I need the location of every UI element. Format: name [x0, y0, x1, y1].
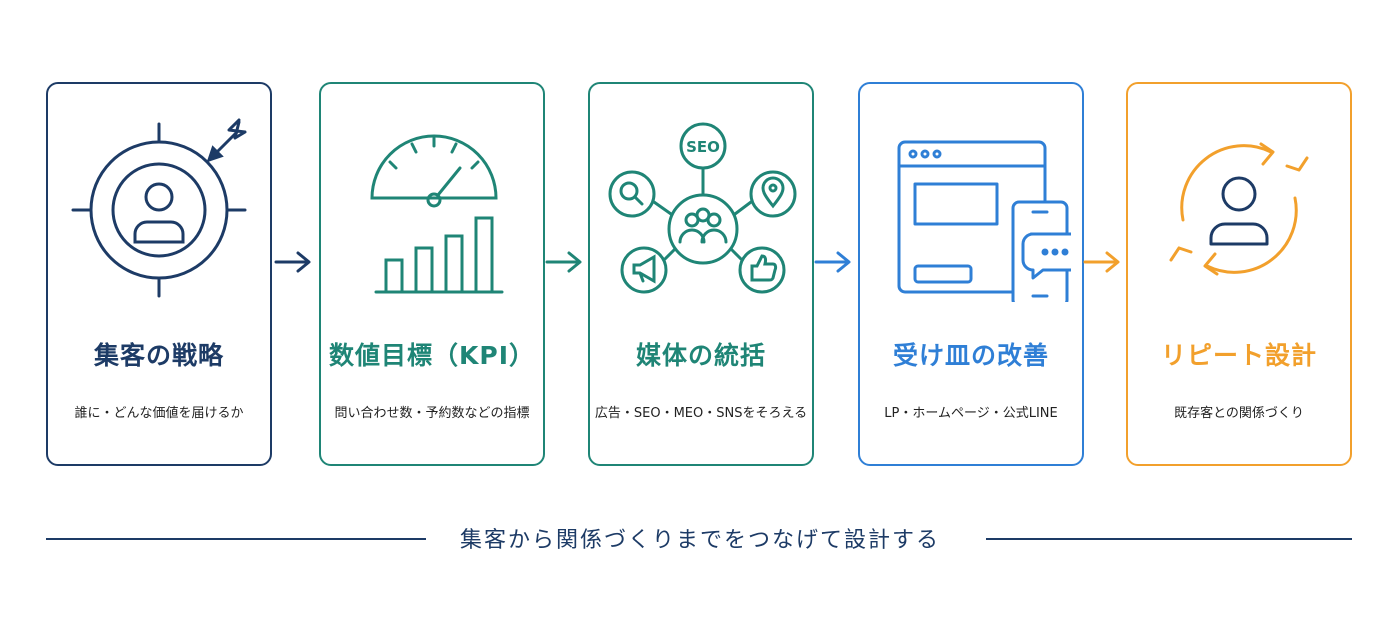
gauge-bar-chart-icon: [321, 102, 543, 322]
arrow-right-icon: [274, 251, 311, 273]
arrow-right-icon: [545, 251, 582, 273]
step-description: 既存客との関係づくり: [1174, 406, 1304, 421]
media-hub-icon: SEO: [590, 102, 812, 322]
step-card-media: SEO 媒体の統括 広告・SEO・MEO・SNSをそろえる: [588, 82, 814, 466]
step-description: 誰に・どんな価値を届けるか: [74, 406, 244, 421]
arrow-right-icon: [814, 251, 851, 273]
step-title: 受け皿の改善: [892, 341, 1049, 370]
arrow-right-icon: [1083, 251, 1120, 273]
step-card-repeat: リピート設計 既存客との関係づくり: [1126, 82, 1352, 466]
step-card-landing: 受け皿の改善 LP・ホームページ・公式LINE: [858, 82, 1084, 466]
step-title: 数値目標（KPI）: [329, 341, 535, 370]
step-description: LP・ホームページ・公式LINE: [884, 406, 1058, 421]
repeat-user-icon: [1128, 102, 1350, 322]
seo-badge-label: SEO: [686, 138, 720, 156]
target-user-icon: [48, 102, 270, 322]
step-description: 問い合わせ数・予約数などの指標: [334, 406, 530, 421]
step-title: 集客の戦略: [93, 341, 224, 370]
footer-caption: 集客から関係づくりまでをつなげて設計する: [459, 528, 940, 553]
website-phone-icon: [860, 102, 1082, 322]
footer-divider-left: [46, 538, 426, 540]
step-description: 広告・SEO・MEO・SNSをそろえる: [594, 406, 808, 421]
step-card-kpi: 数値目標（KPI） 問い合わせ数・予約数などの指標: [319, 82, 545, 466]
step-title: 媒体の統括: [635, 341, 766, 370]
step-card-strategy: 集客の戦略 誰に・どんな価値を届けるか: [46, 82, 272, 466]
step-title: リピート設計: [1160, 341, 1317, 370]
footer-divider-right: [986, 538, 1352, 540]
